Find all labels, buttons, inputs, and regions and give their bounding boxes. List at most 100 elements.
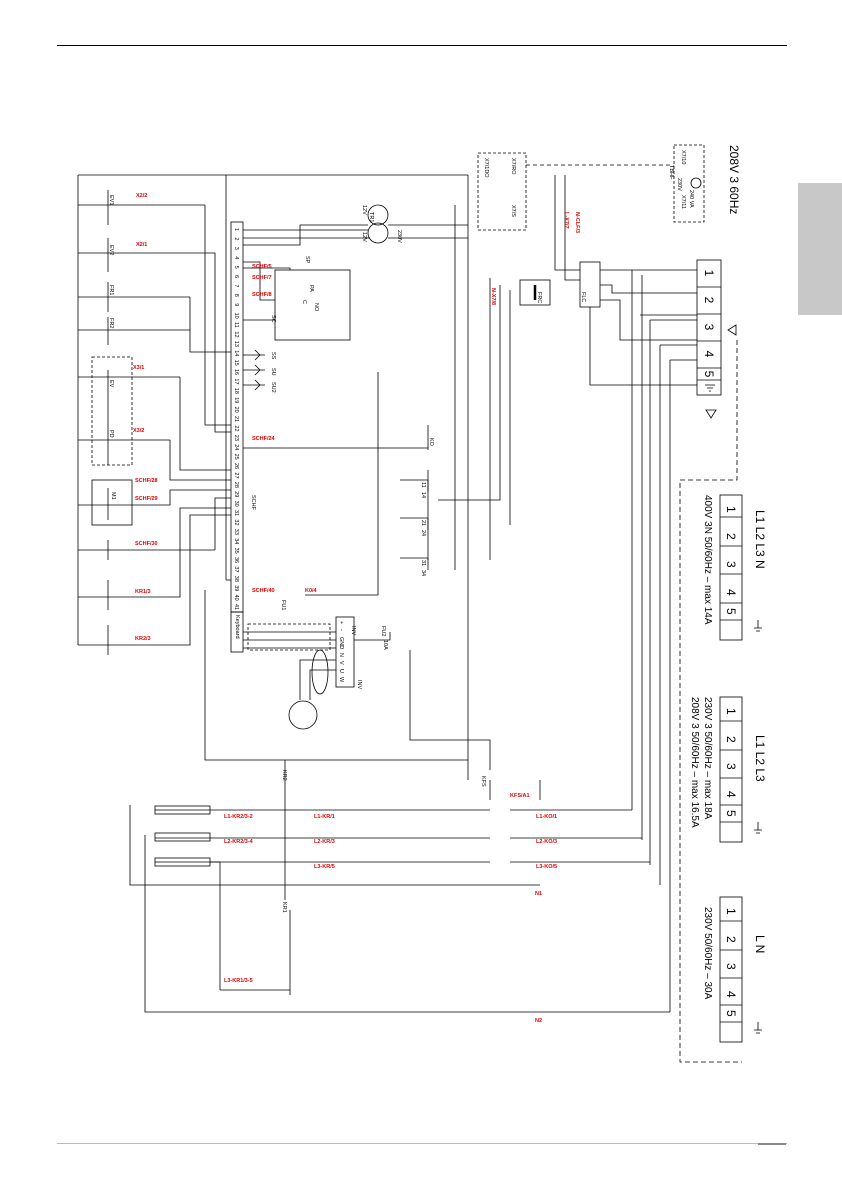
ko-contact: 14 [420,492,426,498]
inlet-l1: X7/RO [510,158,516,175]
schf-pin-labels: 1234567891011121314151617181920212223242… [233,228,239,610]
header-rule [57,45,787,46]
inlet-n2: X7/10 [680,150,686,164]
wire-ref-label: SCHF/28 [135,478,158,484]
cfg1-t4: 4 [724,589,738,596]
schf-pin: 38 [233,576,239,582]
schf-pin: 12 [233,331,239,337]
wire-ref-label: KR1/3 [135,589,151,595]
wire-ref-label: L1-KO/1 [536,814,557,820]
component-label: FRC [536,292,542,303]
component-label: FLC [580,292,586,302]
component-label: SS [270,352,276,360]
tb-main-5: 5 [702,371,716,378]
schf-pin: 10 [233,313,239,319]
tb-main-1: 1 [702,270,716,277]
cfg1-t2: 2 [724,533,738,540]
schf-pin: 28 [233,482,239,488]
cfg3-t5: 5 [724,1010,738,1017]
component-label: KR1 [281,902,287,913]
component-label: KR2 [281,770,287,781]
cfg1-t5: 5 [724,608,738,615]
inverter-pin: V [338,661,344,665]
schf-pin: 39 [233,585,239,591]
supply-config-1: 400V 3N 50/60Hz – max 14A [702,495,713,625]
component-label: EV [108,380,114,388]
page-number-tick [758,1143,786,1145]
component-label: TR1 [368,212,374,222]
component-label: SP [304,256,310,264]
supply-config-2b: 208V 3 50/60Hz – max 16.5A [689,697,700,828]
fuse-value: 10A [382,640,388,650]
schf-pin: 29 [233,491,239,497]
wire-ref-label: L3-KO/5 [536,864,557,870]
wire-ref-label: L2-KO/3 [536,839,557,845]
wire-ref-label: L2-KR/3 [314,839,335,845]
schf-pin: 24 [233,444,239,450]
component-label: EV2 [108,245,114,255]
ko-contact: 31 [420,560,426,566]
schf-pin: 26 [233,463,239,469]
ko-contact: 34 [420,570,426,576]
schf-label: SCHF [250,495,256,511]
wire-ref-label: SCHF/30 [135,541,158,547]
schf-pin: 16 [233,369,239,375]
schf-pin: 3 [233,247,239,250]
supply-config-1-phases: L1 L2 L3 N [753,510,767,569]
wire-ref-label: N2 [535,1018,542,1024]
inverter-pin: GND [338,637,344,649]
tr-primary: 230V [396,230,402,243]
inlet-tbox: TBHF [668,165,674,180]
schf-pin: 35 [233,548,239,554]
wire-ref-label: L-X7/7 [563,212,569,229]
schf-pin: 2 [233,237,239,240]
wire-ref-label: X2/1 [136,242,147,248]
schf-pin: 41 [233,604,239,610]
component-label: M1 [110,492,116,500]
component-label: FR1 [108,285,114,295]
footer-rule [57,1143,787,1144]
component-label: FR2 [108,318,114,328]
wire-ref-label: X3/1 [133,365,144,371]
schf-pin: 19 [233,397,239,403]
supply-config-3-phases: L N [753,935,767,953]
component-labels: TR1FR1FR2EV1EV2EVPDM1SPPANOCSCSSSUSU2KOK… [108,195,586,913]
chapter-tab [798,183,842,315]
component-label: SU [270,368,276,376]
component-label: FU1 [280,600,286,610]
cfg2-t2: 2 [724,736,738,743]
schf-pin: 6 [233,275,239,278]
inlet-n3: X7/11 [680,195,686,209]
schf-pin: 17 [233,378,239,384]
cfg2-t3: 3 [724,763,738,770]
tr-secondary2: 12V [361,232,367,242]
ko-contact: 24 [420,530,426,536]
wire-ref-label: L1-KR2/3-2 [224,814,253,820]
inlet-n1: X7/1DO [483,158,489,178]
wire-ref-label: N-X7/8 [490,288,496,305]
wire-ref-label: X3/2 [133,428,144,434]
component-label: PD [108,430,114,438]
schf-pin: 9 [233,303,239,306]
inverter-pin: + [338,621,344,624]
schf-pin: 7 [233,284,239,287]
inverter-pin: U [338,669,344,673]
wire-ref-label: SCHF/29 [135,496,158,502]
cfg2-t5: 5 [724,810,738,817]
cfg3-t1: 1 [724,908,738,915]
schf-pin: 11 [233,322,239,328]
schf-pin: 20 [233,407,239,413]
inv-label: INV [356,680,362,690]
inverter-pin: - [338,629,344,631]
schf-pin: 31 [233,510,239,516]
wire-ref-label: SCHF/8 [252,292,272,298]
wire-ref-label: SCHF/7 [252,275,272,281]
cfg1-t3: 3 [724,561,738,568]
component-label: FU2 [380,626,386,636]
cfg3-t3: 3 [724,963,738,970]
wire-ref-label: K0/4 [305,588,318,594]
wire-ref-label: SCHF/5 [252,264,272,270]
supply-config-2: 230V 3 50/60Hz – max 18A [702,697,713,820]
